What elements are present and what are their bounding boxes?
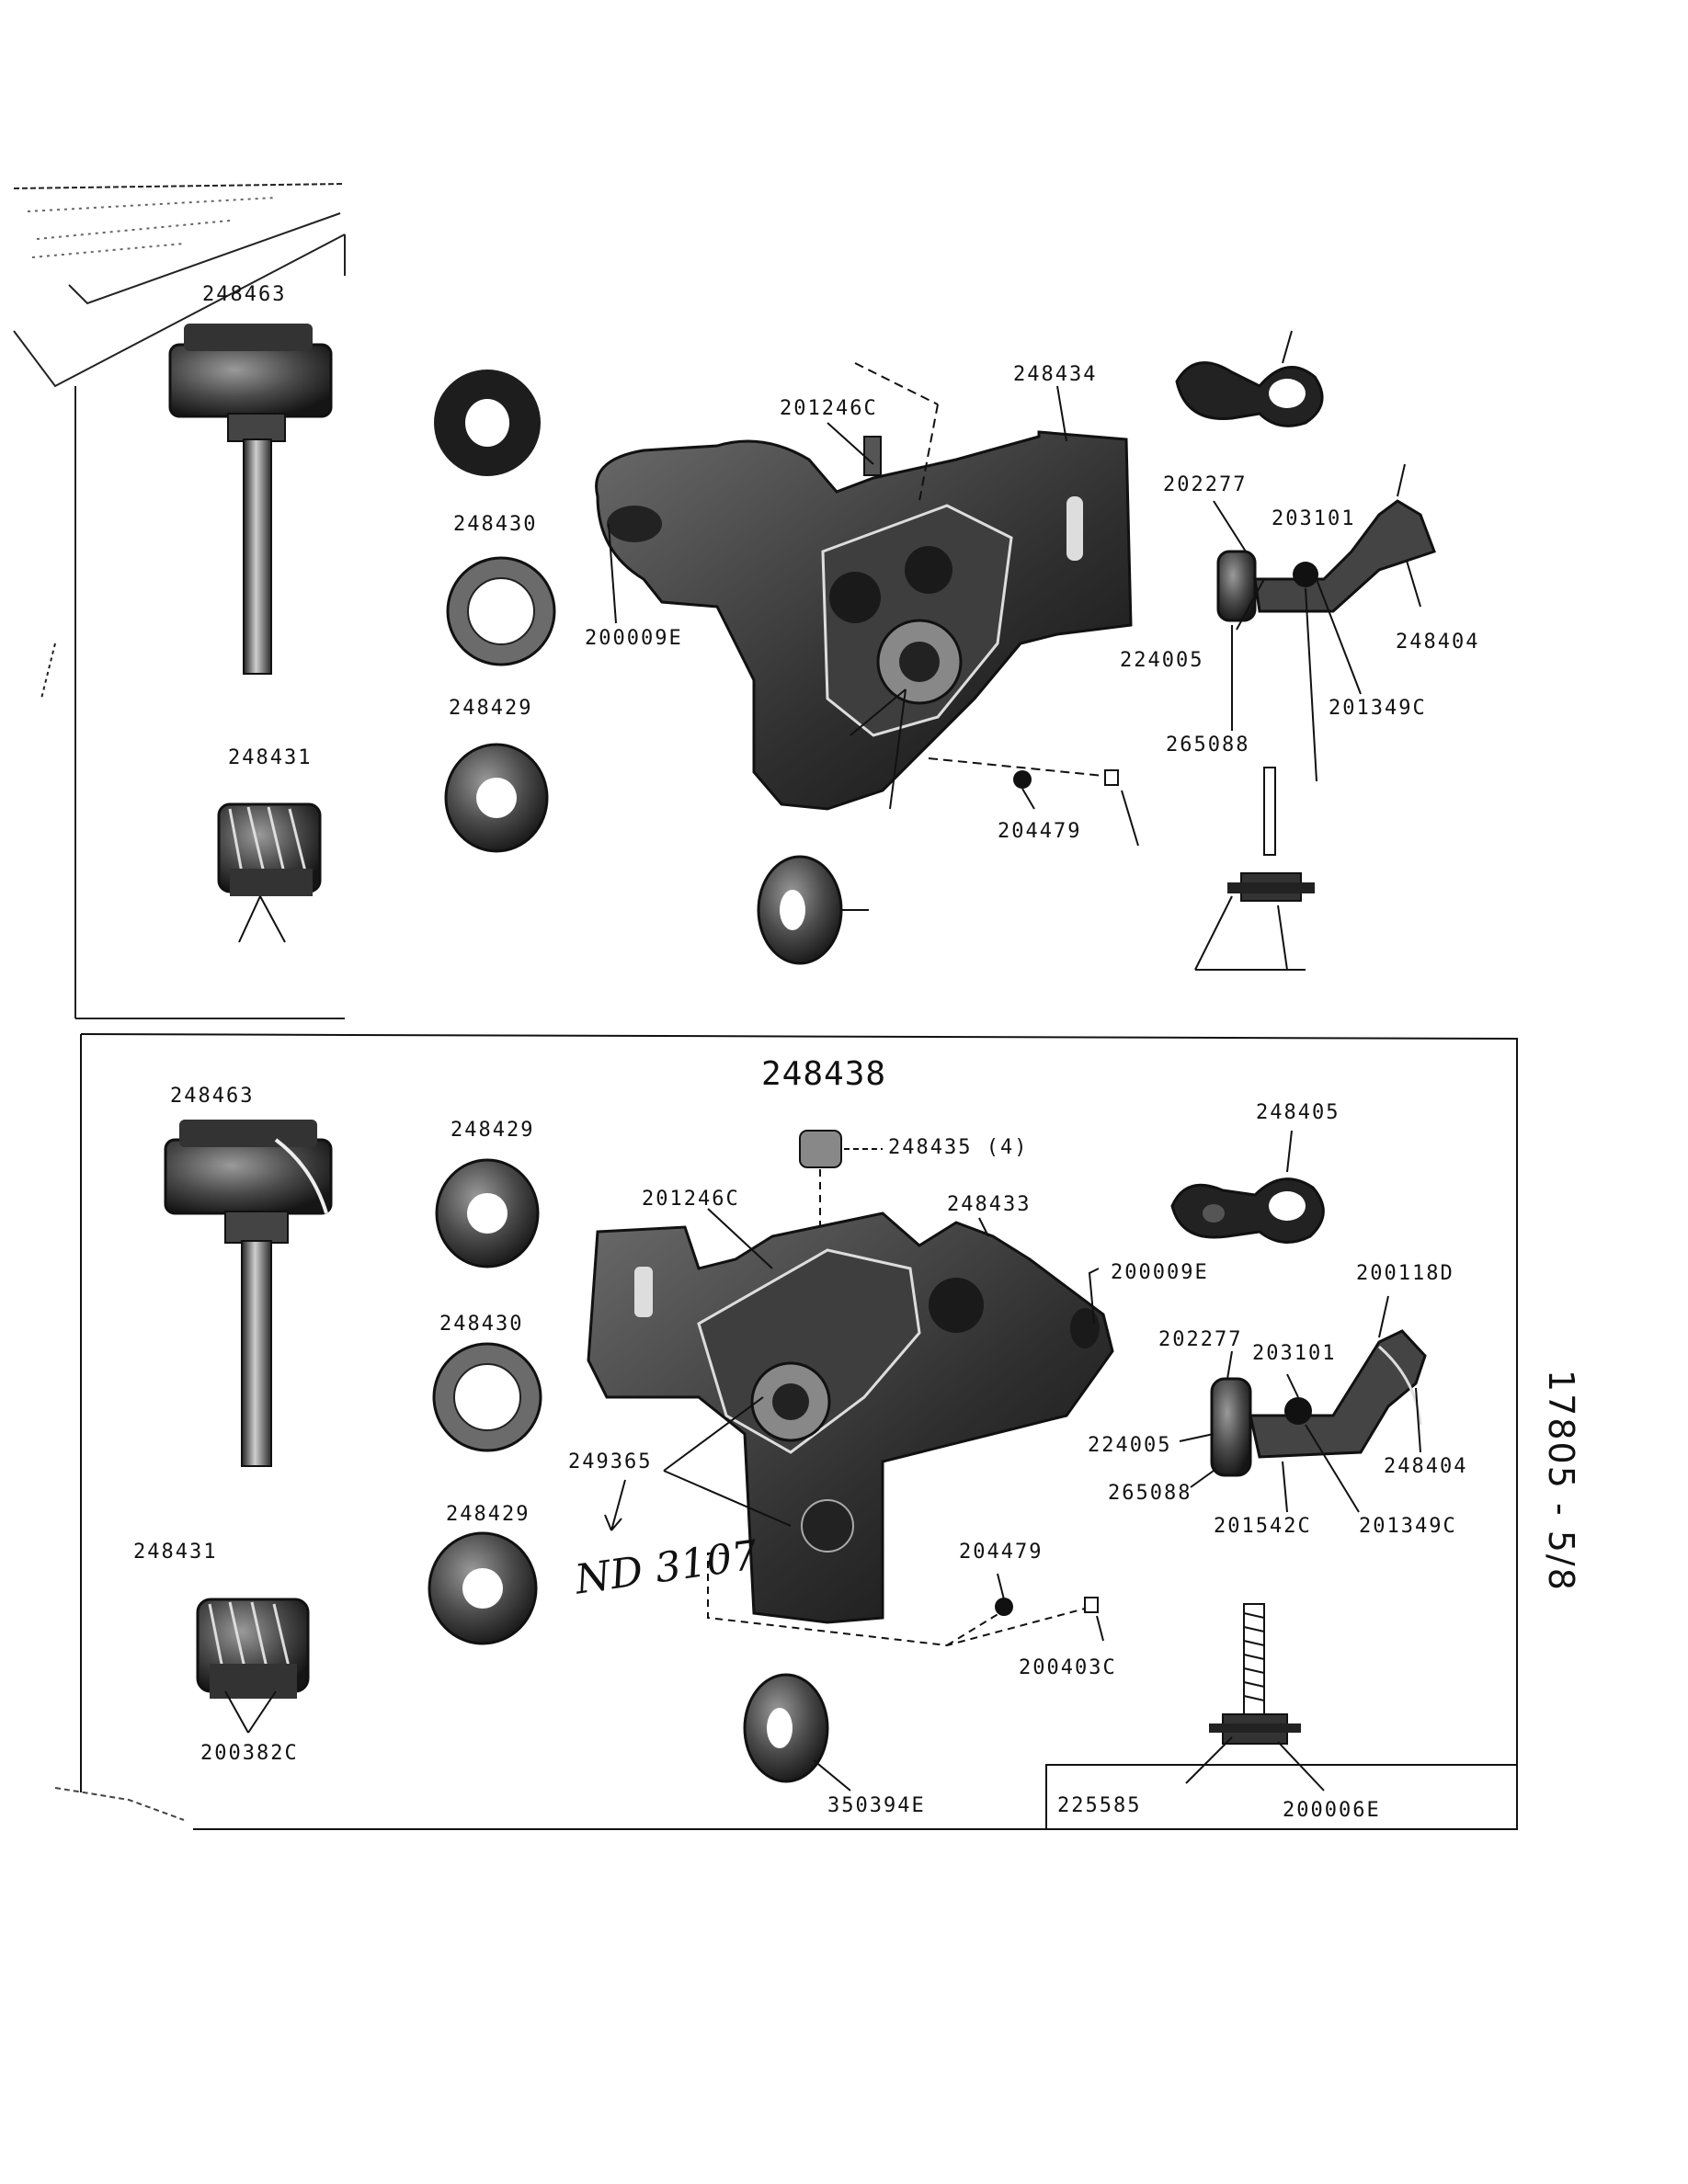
label-washer-248429-upper: 248429	[449, 697, 533, 720]
assembly-title: 248438	[761, 1055, 887, 1093]
bushing-lower	[743, 1673, 851, 1792]
label-screw-201349C-lower: 201349C	[1359, 1515, 1457, 1538]
label-lever-upper: 248404	[1396, 631, 1480, 654]
label-pin-upper: 265088	[1166, 734, 1250, 756]
label-frame-lower: 248433	[947, 1193, 1032, 1216]
gear-upper	[217, 802, 322, 943]
label-gear-lower: 248431	[133, 1541, 218, 1564]
label-hook-upper: 248463	[202, 283, 287, 306]
label-screw-203101-upper: 203101	[1272, 507, 1356, 530]
label-set-screw-lower: 201246C	[642, 1188, 740, 1211]
label-screw-202277-lower: 202277	[1158, 1328, 1243, 1351]
lever-assembly-upper	[1216, 463, 1436, 782]
label-gear-screws-lower: 200382C	[200, 1742, 299, 1765]
label-gear-upper: 248431	[228, 746, 313, 769]
ball-upper	[1013, 770, 1032, 789]
label-set-screw-upper: 201246C	[780, 397, 878, 420]
label-washer-248429-top-lower: 248429	[451, 1119, 535, 1142]
label-screw-203101-lower: 203101	[1252, 1342, 1337, 1365]
label-washer-248430-upper: 248430	[453, 513, 538, 536]
upper-leader-lines	[608, 385, 1421, 810]
label-ball-upper: 204479	[998, 820, 1082, 843]
scan-corner-marks	[13, 183, 346, 1019]
hook-saddle-casting-upper	[595, 362, 1133, 811]
label-screw-201542C-lower: 201542C	[1214, 1515, 1312, 1538]
label-hook-lower: 248463	[170, 1085, 255, 1108]
bushing-upper	[757, 855, 869, 965]
label-oil-plug-lower: 200009E	[1111, 1261, 1209, 1284]
label-lever-lower: 248404	[1384, 1455, 1468, 1478]
rotary-hook-upper	[168, 324, 333, 675]
label-washer-248430-lower: 248430	[439, 1313, 524, 1336]
label-bearing-screws-lower: 249365	[568, 1450, 653, 1473]
lever-assembly-lower	[1210, 1329, 1427, 1477]
gear-lower	[196, 1598, 310, 1734]
ball-lower	[995, 1598, 1013, 1616]
label-oil-plug-upper: 200009E	[585, 627, 683, 650]
upper-panel	[13, 183, 1436, 1019]
washer-lower-248430	[432, 1342, 542, 1452]
washer-upper-1	[434, 370, 541, 476]
stud-upper	[1194, 767, 1315, 971]
hook-saddle-casting-lower	[587, 1211, 1114, 1624]
spring-lower	[1084, 1597, 1099, 1613]
clamp-upper	[1175, 330, 1324, 427]
label-screw-224005-upper: 224005	[1120, 649, 1204, 672]
lower-leader-lines	[604, 1208, 1421, 1792]
stud-lower	[1209, 1603, 1301, 1745]
lower-panel-frame	[54, 1033, 1518, 1830]
rotary-hook-lower	[164, 1120, 333, 1467]
washer-lower-248429-bottom	[428, 1531, 538, 1645]
label-cap-nut-lower: 248435 (4)	[888, 1136, 1029, 1159]
spring-upper	[1104, 769, 1119, 786]
washer-upper-248429	[444, 743, 549, 853]
label-screw-224005-lower: 224005	[1088, 1434, 1172, 1457]
label-screw-201349C-upper: 201349C	[1329, 697, 1427, 720]
label-pin-lower: 265088	[1108, 1482, 1192, 1505]
washer-upper-248430	[446, 556, 556, 666]
label-spring-lower: 200403C	[1019, 1656, 1117, 1679]
label-ball-lower: 204479	[959, 1541, 1044, 1564]
page-number: 17805 - 5/8	[1541, 1370, 1581, 1592]
clamp-lower	[1170, 1130, 1325, 1244]
label-washer-248429-bottom-lower: 248429	[446, 1503, 530, 1526]
label-frame-upper: 248434	[1013, 363, 1098, 386]
label-stud-screw-lower: 200006E	[1283, 1799, 1381, 1822]
label-stud-lower: 225585	[1057, 1794, 1142, 1817]
lower-panel	[54, 1033, 1518, 1830]
label-lever-screw-lower: 200118D	[1356, 1262, 1454, 1285]
washer-lower-248429-top	[435, 1158, 540, 1268]
label-screw-202277-upper: 202277	[1163, 473, 1248, 496]
label-clamp-lower: 248405	[1256, 1101, 1340, 1124]
lower-dashed-leaders	[707, 1553, 1104, 1647]
label-bushing-lower: 350394E	[827, 1794, 926, 1817]
